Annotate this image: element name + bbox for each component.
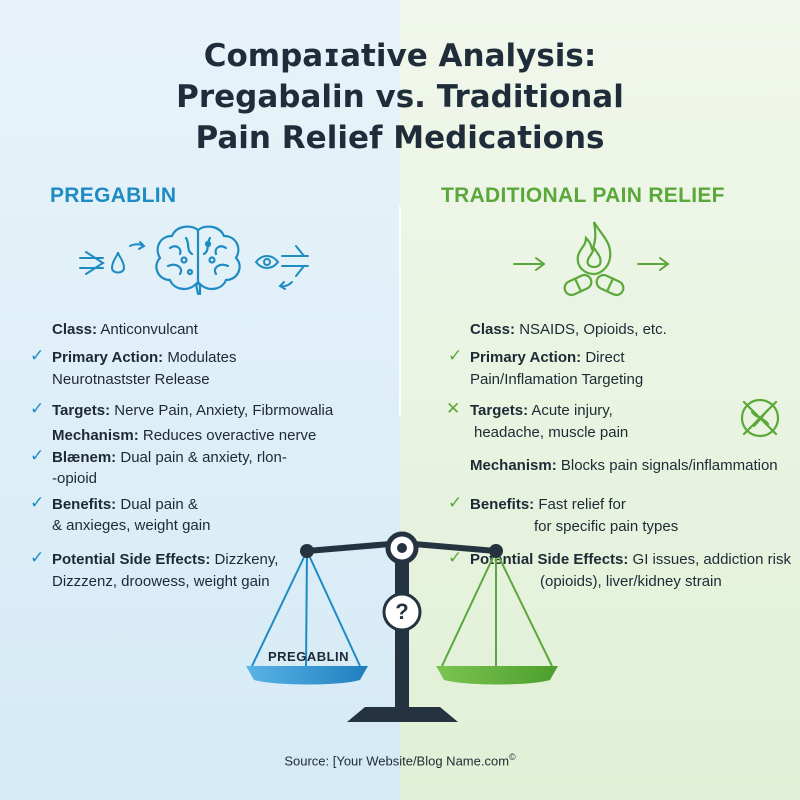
- right-pan: [436, 666, 558, 685]
- left-pan: [246, 666, 368, 685]
- pregabalin-class: Class: Anticonvulcant: [52, 321, 198, 338]
- check-icon: ✓: [30, 399, 45, 418]
- check-icon: ✓: [448, 548, 463, 567]
- check-icon: ✓: [448, 346, 463, 365]
- traditional-targets-cont: headache, muscle pain: [474, 424, 629, 441]
- pregabalin-primary-action-cont: Neurotnastster Release: [52, 371, 210, 388]
- traditional-side-effects: Potential Side Effects: GI issues, addic…: [470, 551, 791, 568]
- pregabalin-mechanism: Mechanism: Reduces overactive nerve: [52, 427, 317, 444]
- left-pan-label: PREGABLIN: [268, 649, 350, 664]
- nerve-signal-icon: [79, 241, 146, 275]
- scale-base: [347, 707, 458, 722]
- traditional-mechanism: Mechanism: Blocks pain signals/inflammat…: [470, 457, 778, 474]
- nerve-signal-icon-right: [254, 245, 309, 290]
- pregabalin-primary-action: Primary Action: Modulates: [52, 349, 237, 366]
- traditional-primary-action-cont: Pain/Inflamation Targeting: [470, 371, 644, 388]
- traditional-class: Class: NSAIDS, Opioids, etc.: [470, 321, 667, 338]
- column-divider: [399, 206, 401, 416]
- check-icon: ✓: [448, 493, 463, 512]
- left-pan-ropes: [251, 550, 361, 667]
- title-line-2: Pregabalin vs. Traditional: [176, 79, 624, 115]
- left-beam-end: [300, 544, 314, 558]
- traditional-benefits-cont: for specific pain types: [534, 518, 679, 535]
- pregabalin-heading: PREGABLIN: [50, 184, 177, 207]
- check-icon: ✓: [30, 548, 45, 567]
- question-mark-icon: ?: [395, 599, 409, 624]
- right-beam-end: [489, 544, 503, 558]
- check-icon: ✓: [30, 493, 45, 512]
- no-pain-icon: [740, 398, 780, 438]
- page-title: Compaɪative Analysis: Pregabalin vs. Tra…: [0, 36, 800, 159]
- arrow-right-icon-2: [637, 257, 670, 271]
- flame-pills-icon: [563, 221, 625, 297]
- title-line-1: Compaɪative Analysis:: [203, 38, 597, 74]
- question-badge: [382, 592, 422, 632]
- traditional-primary-action: Primary Action: Direct: [470, 349, 625, 366]
- title-line-3: Pain Relief Medications: [195, 120, 605, 156]
- arrow-right-icon: [513, 257, 546, 271]
- cross-icon: ✕: [446, 399, 461, 418]
- traditional-targets: Targets: Acute injury,: [470, 402, 613, 419]
- traditional-side-effects-cont: (opioids), liver/kidney strain: [540, 573, 722, 590]
- right-pan-ropes: [441, 550, 553, 667]
- pregabalin-side-effects: Potential Side Effects: Dizzkeny,: [52, 551, 279, 568]
- pregabalin-targets: Targets: Nerve Pain, Anxiety, Fibrmowali…: [52, 402, 334, 419]
- brain-icon: [155, 225, 241, 296]
- pregabalin-benefits: Benefits: Dual pain &: [52, 496, 198, 513]
- traditional-heading: TRADITIONAL PAIN RELIEF: [441, 184, 725, 207]
- pregabalin-extra-cont: -opioid: [52, 470, 98, 487]
- traditional-benefits: Benefits: Fast relief for: [470, 496, 626, 513]
- check-icon: ✓: [30, 446, 45, 465]
- pregabalin-side-effects-cont: Dizzzenz, droowess, weight gain: [52, 573, 270, 590]
- source-credit: Source: [Your Website/Blog Name.com©: [284, 752, 516, 769]
- pregabalin-extra: Blænem: Dual pain & anxiety, rlon-: [52, 449, 287, 466]
- pregabalin-benefits-cont: & anxieges, weight gain: [52, 517, 211, 534]
- check-icon: ✓: [30, 346, 45, 365]
